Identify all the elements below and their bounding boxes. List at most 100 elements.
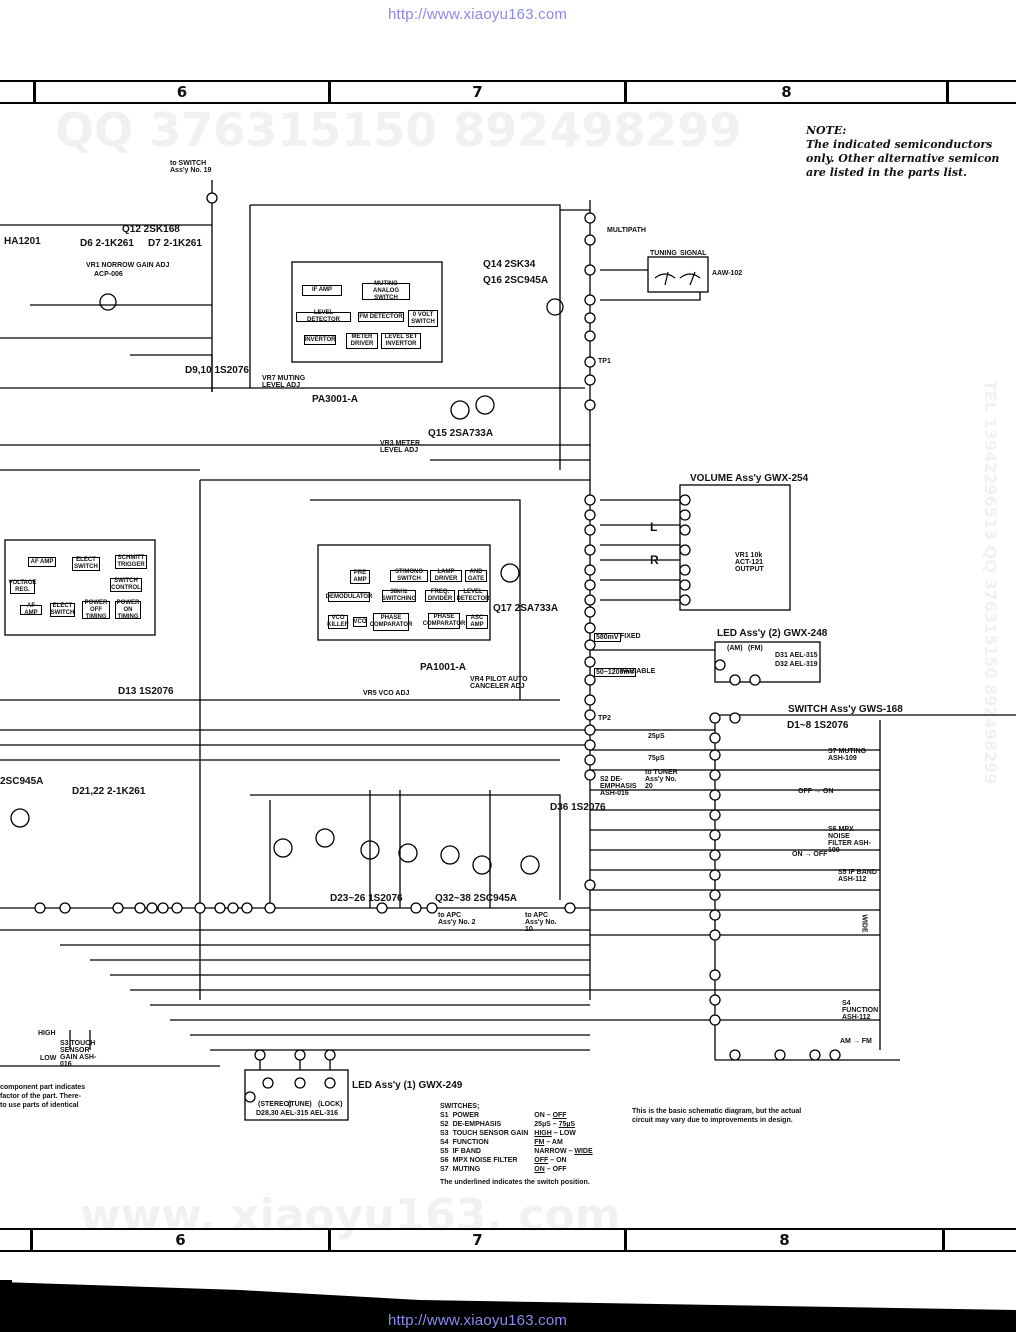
label-volume-assy: VOLUME Ass'y GWX-254 — [690, 473, 809, 484]
block-if-amp: IF AMP — [302, 285, 342, 296]
switch-positions: ON – OFF — [534, 1111, 598, 1120]
ruler-cell-6: 6 — [33, 82, 328, 102]
block-af-amp-2: AF AMP — [20, 603, 42, 616]
label-q15: Q15 2SA733A — [428, 428, 494, 439]
switch-position-a: 25µS — [534, 1121, 551, 1128]
watermark-site: www. xiaoyu163. com — [80, 1190, 621, 1241]
label-tp1: TP1 — [598, 358, 611, 365]
label-pa1001: PA1001-A — [420, 662, 466, 673]
grid-ruler-bottom: 6 7 8 — [0, 1228, 1016, 1252]
switch-name: DE-EMPHASIS — [452, 1121, 502, 1128]
label-s4-function: S4 FUNCTION ASH-112 — [842, 1000, 879, 1021]
block-fm-detector: FM DETECTOR — [358, 312, 404, 322]
block-meter-driver: METER DRIVER — [346, 333, 378, 349]
label-to-apc-10: to APC Ass'y No. 10 — [525, 912, 557, 933]
block-power-on-timing: POWER ON TIMING — [115, 599, 141, 620]
switch-position-b: WIDE — [574, 1148, 593, 1155]
ruler-cell-right — [946, 82, 1016, 102]
label-to-switch-19: to SWITCH Ass'y No. 19 — [170, 160, 212, 174]
label-s4-dir: AM → FM — [840, 1038, 872, 1045]
label-meter-level: VR3 METER LEVEL ADJ — [380, 440, 421, 454]
label-vr1: VR1 NORROW GAIN ADJ — [86, 262, 170, 269]
block-pre-amp: PRE AMP — [350, 570, 370, 584]
block-st-mono-switch: ST/MONO SWITCH — [390, 569, 428, 582]
label-switch-assy: SWITCH Ass'y GWS-168 — [788, 704, 903, 715]
ruler-cell-7: 7 — [328, 82, 624, 102]
switch-name: FUNCTION — [452, 1139, 489, 1146]
label-d7: D7 2-1K261 — [148, 238, 202, 249]
block-power-off-timing: POWER OFF TIMING — [82, 600, 110, 620]
separator: – — [544, 1112, 553, 1119]
switches-legend-footer: The underlined indicates the switch posi… — [440, 1179, 590, 1186]
label-d21-22: D21,22 2-1K261 — [72, 786, 146, 797]
watermark-url-top[interactable]: http://www.xiaoyu163.com — [388, 6, 568, 23]
left-note-line: to use parts of identical — [0, 1102, 79, 1109]
block-switch-control: SWITCH CONTROL — [110, 578, 142, 592]
label-s7-dir: OFF → ON — [798, 788, 834, 795]
block-level-detector-2: LEVEL DETECTOR — [456, 589, 490, 602]
label-s5-wide: WIDE — [860, 914, 868, 933]
label-led-assy-1: LED Ass'y (1) GWX-249 — [352, 1080, 463, 1091]
watermark-qq: QQ 376315150 892498299 — [55, 103, 742, 157]
separator: – — [544, 1139, 552, 1146]
switch-positions: OFF – ON — [534, 1156, 598, 1165]
label-led-assy-2: LED Ass'y (2) GWX-248 — [717, 628, 828, 639]
label-q32-38: Q32~38 2SC945A — [435, 893, 518, 904]
switch-name: POWER — [452, 1112, 480, 1119]
label-led-2-am: (AM) — [727, 645, 743, 652]
watermark-url-bottom[interactable]: http://www.xiaoyu163.com — [388, 1312, 568, 1329]
switch-positions: HIGH – LOW — [534, 1129, 598, 1138]
label-led-1-lock: (LOCK) — [318, 1101, 343, 1108]
block-level-set-invertor: LEVEL SET INVERTOR — [381, 333, 421, 349]
separator: – — [550, 1121, 559, 1128]
label-low: LOW — [40, 1055, 57, 1062]
label-switch-diodes: D1~8 1S2076 — [787, 720, 849, 731]
label-high: HIGH — [38, 1030, 56, 1037]
switch-position-b: ON — [556, 1157, 567, 1164]
label-tp2: TP2 — [598, 715, 611, 722]
separator: – — [566, 1148, 575, 1155]
label-pilot-adj: VR4 PILOT AUTO CANCELER ADJ — [470, 676, 528, 690]
label-fixed-level: 580mV — [594, 633, 621, 642]
label-to-tuner: to TUNER Ass'y No. 20 — [645, 769, 678, 790]
label-de-emphasis: S2 DE-EMPHASIS ASH-016 — [600, 776, 637, 797]
ruler-cell-right — [942, 1230, 1016, 1250]
switch-position-a: NARROW — [534, 1148, 567, 1155]
ruler-cell-left — [0, 1230, 30, 1250]
switch-id: S2 — [440, 1121, 449, 1128]
label-led-2-fm: (FM) — [748, 645, 763, 652]
label-vco-adj: VR5 VCO ADJ — [363, 690, 410, 697]
label-q14: Q14 2SK34 — [483, 259, 536, 270]
label-led-1-stereo: (STEREO) — [258, 1101, 292, 1108]
label-led-1-tune: (TUNE) — [288, 1101, 312, 1108]
separator: – — [544, 1166, 553, 1173]
switch-position-a: OFF — [534, 1157, 549, 1164]
label-vr1-output: VR1 10k ACT-121 OUTPUT — [735, 552, 764, 573]
scan-edge-shadow — [0, 1280, 1016, 1332]
note-line: only. Other alternative semicon — [806, 152, 1000, 165]
label-touch-sensor: S3 TOUCH SENSOR GAIN ASH-016 — [60, 1040, 97, 1068]
switch-id: S5 — [440, 1148, 449, 1155]
label-s6-dir: ON → OFF — [792, 851, 828, 858]
label-tuning: TUNING — [650, 250, 677, 257]
switch-id: S3 — [440, 1130, 449, 1137]
switch-position-b: OFF — [552, 1112, 567, 1119]
block-muting-analog-switch: MUTING ANALOG SWITCH — [362, 281, 410, 301]
label-to-apc-2: to APC Ass'y No. 2 — [438, 912, 476, 926]
note-line: are listed in the parts list. — [806, 166, 967, 179]
grid-ruler-top: 6 7 8 — [0, 80, 1016, 104]
label-led-2-part-1: D31 AEL-315 — [775, 652, 818, 659]
switch-id: S6 — [440, 1157, 449, 1164]
label-fixed: FIXED — [620, 633, 641, 640]
label-vr1-part: ACP-006 — [94, 271, 123, 278]
